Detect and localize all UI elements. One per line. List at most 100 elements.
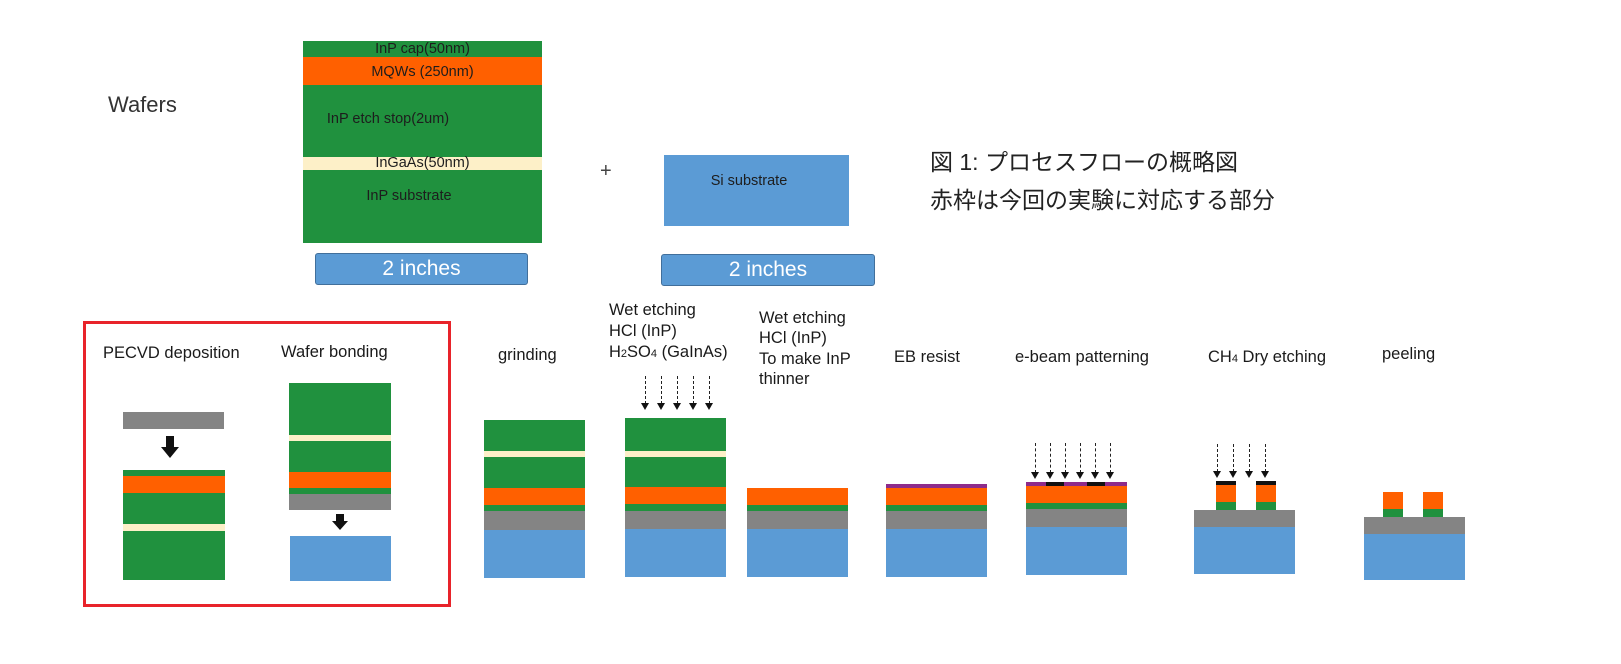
- step-wet2-line1: Wet etching: [759, 309, 846, 327]
- bond-inp-cap: [289, 488, 391, 494]
- mqw-layer: MQWs (250nm): [303, 57, 542, 85]
- grind-ingaas: [484, 451, 585, 457]
- ebeam-arrow: [1091, 443, 1099, 479]
- wet1-mqw: [625, 487, 726, 504]
- wet1-sub2: 4: [650, 348, 658, 360]
- peel-oxide: [1364, 517, 1465, 534]
- wafers-label: Wafers: [108, 92, 177, 117]
- step-peeling-label: peeling: [1382, 345, 1436, 363]
- peel-inp-cap-2: [1423, 509, 1443, 517]
- dry-inp-cap-1: [1216, 502, 1236, 510]
- peel-si-substrate: [1364, 534, 1465, 580]
- down-arrow-icon: [161, 436, 179, 458]
- bond-etch-stop: [289, 441, 391, 472]
- wet2-inp-cap: [747, 505, 848, 511]
- wet1-gainas: (GaInAs): [657, 343, 728, 361]
- bond-inp-substrate: [289, 383, 391, 435]
- si-substrate-label: Si substrate: [710, 173, 788, 189]
- dry-mqw-2: [1256, 485, 1276, 502]
- dry-rest: Dry etching: [1237, 348, 1327, 366]
- wet1-oxide: [625, 511, 726, 529]
- pecvd-mqw: [123, 476, 225, 493]
- wet1-etch-stop: [625, 457, 726, 487]
- ebeam-mqw: [1026, 486, 1127, 503]
- inp-cap-layer: InP cap(50nm): [303, 41, 542, 57]
- eb-mqw: [886, 488, 987, 505]
- grind-inp-cap: [484, 505, 585, 511]
- ebeam-inp-cap: [1026, 503, 1127, 509]
- step-grinding-label: grinding: [498, 346, 557, 364]
- inch-label-right: 2 inches: [661, 254, 875, 286]
- ingaas-layer: InGaAs(50nm): [303, 155, 542, 171]
- wet1-h: H: [609, 343, 621, 361]
- caption-line-1: 図 1: プロセスフローの概略図: [930, 149, 1238, 175]
- wet1-ingaas: [625, 451, 726, 457]
- peel-inp-cap-1: [1383, 509, 1403, 517]
- dry-arrow: [1245, 444, 1253, 478]
- inch-label-left: 2 inches: [315, 253, 528, 285]
- ebeam-arrow: [1046, 443, 1054, 479]
- step-wet2-line4: thinner: [759, 370, 810, 388]
- wet1-sub1: 2: [620, 348, 628, 360]
- grind-oxide: [484, 511, 585, 530]
- step-wet2-line2: HCl (InP): [759, 329, 827, 347]
- inp-etch-stop-label: InP etch stop(2um): [326, 111, 450, 127]
- ebeam-oxide: [1026, 509, 1127, 527]
- inp-substrate-label: InP substrate: [366, 188, 452, 204]
- dry-sub: 4: [1231, 353, 1238, 365]
- dry-mask-2: [1256, 481, 1276, 485]
- ebeam-mask-1: [1046, 482, 1064, 486]
- dry-mqw-1: [1216, 485, 1236, 502]
- dry-arrow: [1229, 444, 1237, 478]
- si-substrate: Si substrate: [664, 155, 849, 226]
- dry-oxide: [1194, 510, 1295, 527]
- step-wet2-line3: To make InP: [759, 350, 851, 368]
- etch-arrow: [657, 376, 665, 410]
- wet1-si-substrate: [625, 529, 726, 577]
- peel-mqw-1: [1383, 492, 1403, 509]
- pecvd-inp-cap: [123, 470, 225, 476]
- wet2-mqw: [747, 488, 848, 505]
- step-wet1-line2: HCl (InP): [609, 322, 677, 340]
- wet1-so: SO: [627, 343, 651, 361]
- dry-inp-cap-2: [1256, 502, 1276, 510]
- grind-inp-substrate: [484, 420, 585, 451]
- pecvd-inp-substrate: [123, 531, 225, 580]
- eb-si-substrate: [886, 529, 987, 577]
- mqw-label: MQWs (250nm): [371, 64, 474, 80]
- etch-arrow: [705, 376, 713, 410]
- etch-arrow: [641, 376, 649, 410]
- step-wet1-line3: H2SO4 (GaInAs): [609, 342, 728, 364]
- dry-arrow: [1261, 444, 1269, 478]
- inp-etch-stop-layer: InP etch stop(2um): [303, 85, 542, 157]
- step-ebeam-label: e-beam patterning: [1015, 348, 1149, 366]
- down-arrow-icon: [332, 514, 348, 530]
- step-eb-resist-label: EB resist: [894, 348, 961, 366]
- wet2-oxide: [747, 511, 848, 529]
- plus-sign: +: [600, 160, 612, 182]
- ebeam-mask-2: [1087, 482, 1105, 486]
- caption-line-2: 赤枠は今回の実験に対応する部分: [930, 187, 1275, 213]
- bond-ingaas: [289, 435, 391, 441]
- bond-mqw: [289, 472, 391, 488]
- bond-si-substrate: [290, 536, 391, 581]
- etch-arrow: [673, 376, 681, 410]
- eb-oxide: [886, 511, 987, 529]
- dry-arrow: [1213, 444, 1221, 478]
- wet2-si-substrate: [747, 529, 848, 577]
- highlight-box: [83, 321, 451, 607]
- step-pecvd-label: PECVD deposition: [103, 344, 240, 362]
- ebeam-arrow: [1031, 443, 1039, 479]
- bond-oxide: [289, 494, 391, 510]
- peel-mqw-2: [1423, 492, 1443, 509]
- resist-layer: [886, 484, 987, 488]
- wet1-inp-cap: [625, 504, 726, 511]
- ingaas-label: InGaAs(50nm): [375, 155, 470, 171]
- ebeam-si-substrate: [1026, 527, 1127, 575]
- inp-substrate-layer: InP substrate: [303, 170, 542, 243]
- etch-arrow: [689, 376, 697, 410]
- ebeam-arrow: [1106, 443, 1114, 479]
- step-dry-label: CH4 Dry etching: [1208, 347, 1326, 369]
- inp-cap-label: InP cap(50nm): [375, 41, 470, 57]
- dry-mask-1: [1216, 481, 1236, 485]
